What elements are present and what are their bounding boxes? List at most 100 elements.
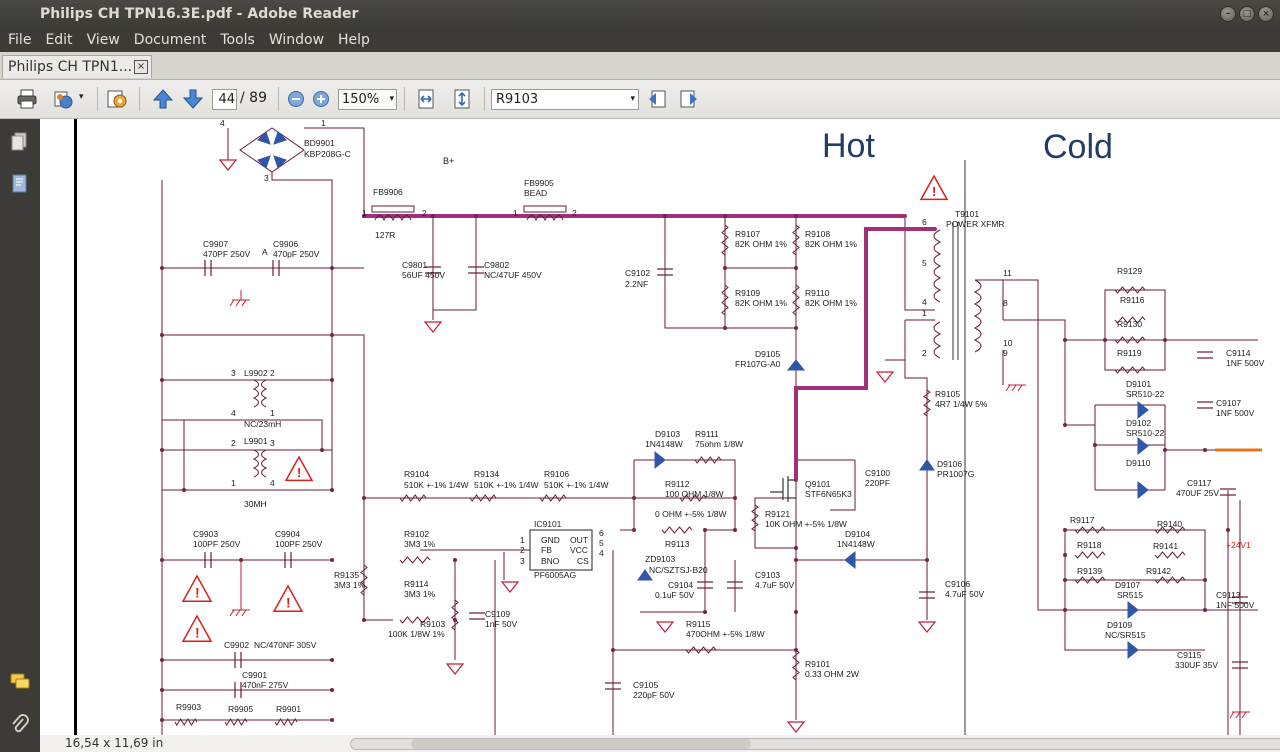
label-c9100: C9100 (865, 468, 890, 478)
label-pin9: 9 (1003, 348, 1008, 358)
minimize-icon[interactable]: – (1220, 6, 1236, 22)
scrollbar-thumb[interactable] (411, 739, 751, 749)
label-r9121: R9121 (765, 509, 790, 519)
junction-dot (733, 528, 737, 532)
zoom-dropdown-icon[interactable]: ▾ (389, 94, 394, 104)
mosfet-q9101 (770, 476, 796, 502)
label-c9104: C9104 (668, 580, 693, 590)
resistor-r9903 (174, 718, 198, 726)
label-c9802: C9802 (484, 260, 509, 270)
fit-page-icon[interactable] (451, 88, 473, 110)
diode-d9101 (1137, 400, 1149, 420)
junction-dot (330, 266, 334, 270)
attachments-icon[interactable] (9, 714, 31, 736)
label-c9103: C9103 (755, 570, 780, 580)
tab-close-icon[interactable]: × (134, 60, 148, 74)
share-dropdown-icon[interactable]: ▾ (79, 92, 84, 102)
junction-dot (1203, 578, 1207, 582)
junction-dot (330, 688, 334, 692)
warning-icon (284, 455, 314, 482)
junction-dot (330, 488, 334, 492)
diode-d9106 (919, 459, 935, 471)
ground-symbol (875, 371, 895, 383)
label-pin_bno: BNO (541, 556, 560, 566)
menu-document[interactable]: Document (133, 32, 207, 48)
label-pin5: 5 (599, 538, 604, 548)
resistor-r9129 (1114, 286, 1146, 294)
svg-text:!: ! (286, 595, 291, 611)
find-previous-icon[interactable] (646, 88, 668, 110)
share-icon[interactable] (52, 88, 74, 110)
menu-view[interactable]: View (86, 32, 120, 48)
junction-dot (794, 326, 798, 330)
ground-symbol (423, 321, 443, 333)
find-next-icon[interactable] (678, 88, 700, 110)
warning-icon (919, 174, 949, 201)
junction-dot (362, 618, 366, 622)
page-down-icon[interactable] (182, 88, 204, 110)
label-r9117: R9117 (1070, 515, 1095, 525)
label-zd9103: ZD9103 (645, 554, 676, 564)
label-c9105: C9105 (633, 680, 658, 690)
page-up-icon[interactable] (152, 88, 174, 110)
print-icon[interactable] (16, 88, 38, 110)
label-c9113v: 1NF 500V (1216, 600, 1255, 610)
junction-dot (330, 718, 334, 722)
label-q9101: Q9101 (805, 479, 831, 489)
label-c9904: C9904 (275, 529, 300, 539)
svg-text:!: ! (932, 184, 936, 199)
menu-help[interactable]: Help (338, 32, 370, 48)
diode-d9110 (1137, 480, 1149, 500)
label-pin4: 4 (599, 548, 604, 558)
pages-icon[interactable] (9, 131, 31, 153)
zoom-in-icon[interactable] (312, 90, 330, 112)
close-icon[interactable]: × (1258, 6, 1274, 22)
junction-dot (239, 558, 243, 562)
label-r9101: R9101 (805, 659, 830, 669)
bookmarks-icon[interactable] (9, 173, 31, 195)
zoom-out-icon[interactable] (287, 90, 305, 112)
resistor-r9134 (469, 494, 497, 502)
label-c9801: C9801 (402, 260, 427, 270)
label-c9103v: 4.7uF 50V (755, 580, 795, 590)
label-d9107v: SR515 (1117, 590, 1143, 600)
ground-symbol (655, 621, 675, 633)
resistor-r9110 (792, 284, 800, 316)
schematic-page: !!!!! Hot Cold BD9901KBP208G-C413FB99061… (74, 119, 1265, 735)
label-c9114: C9114 (1226, 348, 1251, 358)
find-dropdown-icon[interactable]: ▾ (630, 94, 635, 104)
junction-dot (1063, 553, 1067, 557)
find-input[interactable]: R9103 ▾ (491, 89, 639, 110)
junction-dot (1226, 528, 1230, 532)
ground-symbol (500, 581, 520, 593)
label-pin_gnd: GND (541, 535, 560, 545)
settings-icon[interactable] (106, 88, 128, 110)
svg-text:!: ! (195, 585, 200, 601)
menu-tools[interactable]: Tools (220, 32, 255, 48)
label-r9116: R9116 (1120, 295, 1145, 305)
menu-file[interactable]: File (8, 32, 32, 48)
comments-icon[interactable] (9, 671, 31, 693)
svg-text:!: ! (297, 465, 301, 480)
resistor-r9117 (1074, 526, 1106, 534)
label-r9142: R9142 (1146, 566, 1171, 576)
fit-width-icon[interactable] (415, 88, 437, 110)
resistor-r9111 (694, 456, 722, 464)
horizontal-scrollbar[interactable] (350, 738, 1280, 750)
page-number-input[interactable]: 44 (212, 89, 237, 110)
label-d9104v: 1N4148W (837, 539, 875, 549)
tab-document[interactable]: Philips CH TPN1... × (2, 55, 152, 78)
label-r9109v: 82K OHM 1% (735, 298, 787, 308)
navigation-sidebar (0, 119, 40, 752)
label-c9105v: 220pF 50V (633, 690, 675, 700)
menu-window[interactable]: Window (268, 32, 325, 48)
label-pin_vcc: VCC (570, 545, 588, 555)
junction-dot (362, 496, 366, 500)
menu-edit[interactable]: Edit (45, 32, 73, 48)
ground-symbol (445, 663, 465, 675)
maximize-icon[interactable]: □ (1239, 6, 1255, 22)
junction-dot (362, 214, 366, 218)
zoom-select[interactable]: 150% ▾ (338, 89, 397, 110)
label-bplus: B+ (443, 156, 454, 166)
